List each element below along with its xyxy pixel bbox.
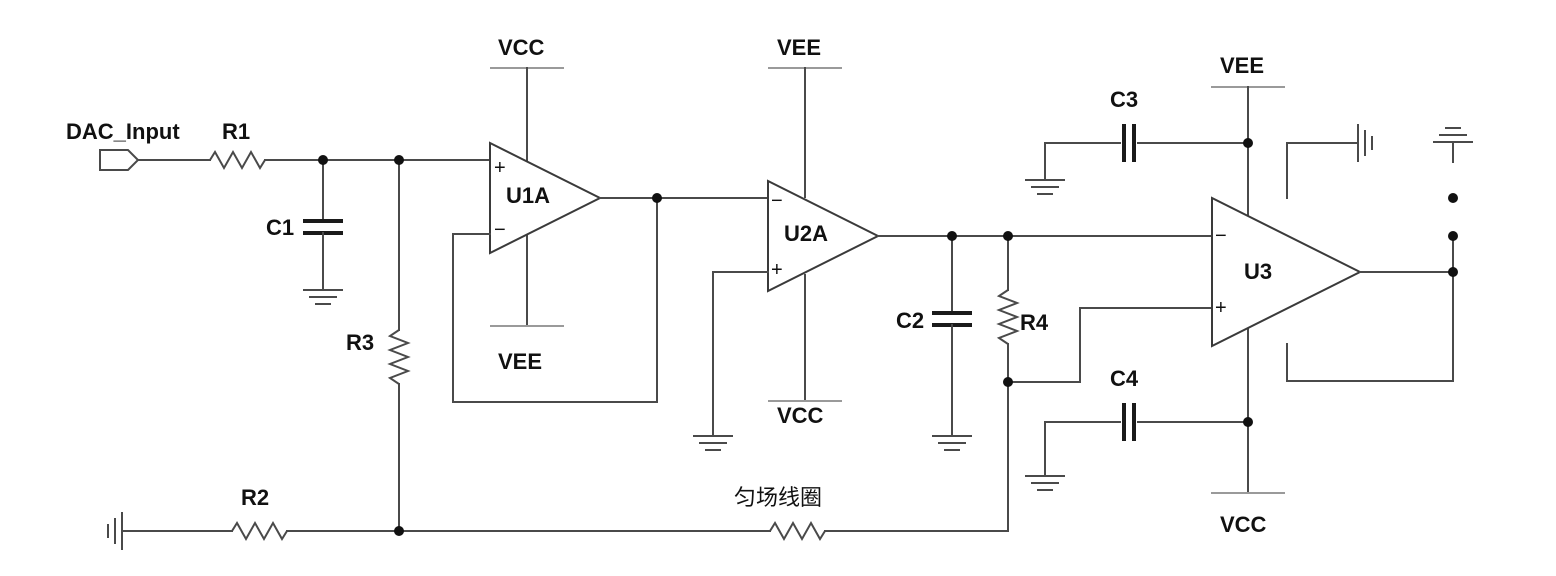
label-u2a: U2A <box>784 221 828 246</box>
ground-icon-u2a <box>693 435 733 451</box>
junction-dot <box>318 155 328 165</box>
label-c4: C4 <box>1110 366 1139 391</box>
label-c3: C3 <box>1110 87 1138 112</box>
junction-dot <box>947 231 957 241</box>
ground-icon-r2 <box>107 512 123 550</box>
resistor-r2 <box>231 520 288 542</box>
coil-resistor <box>769 520 826 542</box>
u3-minus-pin: − <box>1215 225 1227 247</box>
wire-u3-feedback <box>1286 271 1454 382</box>
junction-dot <box>1243 417 1253 427</box>
label-u3-top-rail: VEE <box>1220 53 1264 78</box>
resistor-r1 <box>209 149 266 171</box>
junction-dot <box>1003 231 1013 241</box>
label-c2: C2 <box>896 308 924 333</box>
jumper-terminal <box>1448 231 1458 241</box>
junction-dot <box>1243 138 1253 148</box>
label-r3: R3 <box>346 330 374 355</box>
wire-c3-left <box>1044 142 1121 181</box>
ground-icon-output <box>1433 127 1473 143</box>
label-u2a-top-rail: VEE <box>777 35 821 60</box>
label-coil: 匀场线圈 <box>734 486 822 511</box>
wire-c4-left <box>1044 421 1121 477</box>
opamp-u2a <box>767 179 881 293</box>
label-u3: U3 <box>1244 259 1272 284</box>
u3-plus-pin: + <box>1215 297 1227 319</box>
junction-dot <box>652 193 662 203</box>
ground-icon-c4 <box>1025 475 1065 491</box>
u2a-plus-pin: + <box>771 259 783 281</box>
ground-icon-c1 <box>303 289 343 305</box>
wire-r4-u3-plus <box>1007 307 1213 383</box>
label-r4: R4 <box>1020 310 1049 335</box>
ground-icon-c3 <box>1025 179 1065 195</box>
label-u3-bottom-rail: VCC <box>1220 512 1267 537</box>
resistor-r4 <box>996 289 1020 345</box>
wire-u2a-plus-ground <box>712 271 769 437</box>
jumper-terminal <box>1448 193 1458 203</box>
u1a-plus-pin: + <box>494 157 506 179</box>
label-u1a: U1A <box>506 183 550 208</box>
label-u1a-bottom-rail: VEE <box>498 349 542 374</box>
label-r1: R1 <box>222 119 250 144</box>
junction-dot <box>394 155 404 165</box>
opamp-u3 <box>1211 196 1363 348</box>
label-u1a-top-rail: VCC <box>498 35 545 60</box>
junction-dot <box>394 526 404 536</box>
junction-dot <box>1448 267 1458 277</box>
label-u2a-bottom-rail: VCC <box>777 403 824 428</box>
junction-dot <box>1003 377 1013 387</box>
resistor-r3 <box>387 329 411 385</box>
u2a-minus-pin: − <box>771 190 783 212</box>
wire-u1a-feedback <box>452 197 658 403</box>
ground-icon-u3-offset <box>1357 124 1373 162</box>
wire-u3-offset <box>1286 142 1359 199</box>
label-c1: C1 <box>266 215 294 240</box>
label-r2: R2 <box>241 485 269 510</box>
dac-input-connector <box>99 149 140 171</box>
label-dac-input: DAC_Input <box>66 119 180 144</box>
ground-icon-c2 <box>932 435 972 451</box>
u1a-minus-pin: − <box>494 219 506 241</box>
opamp-u1a <box>489 141 603 255</box>
